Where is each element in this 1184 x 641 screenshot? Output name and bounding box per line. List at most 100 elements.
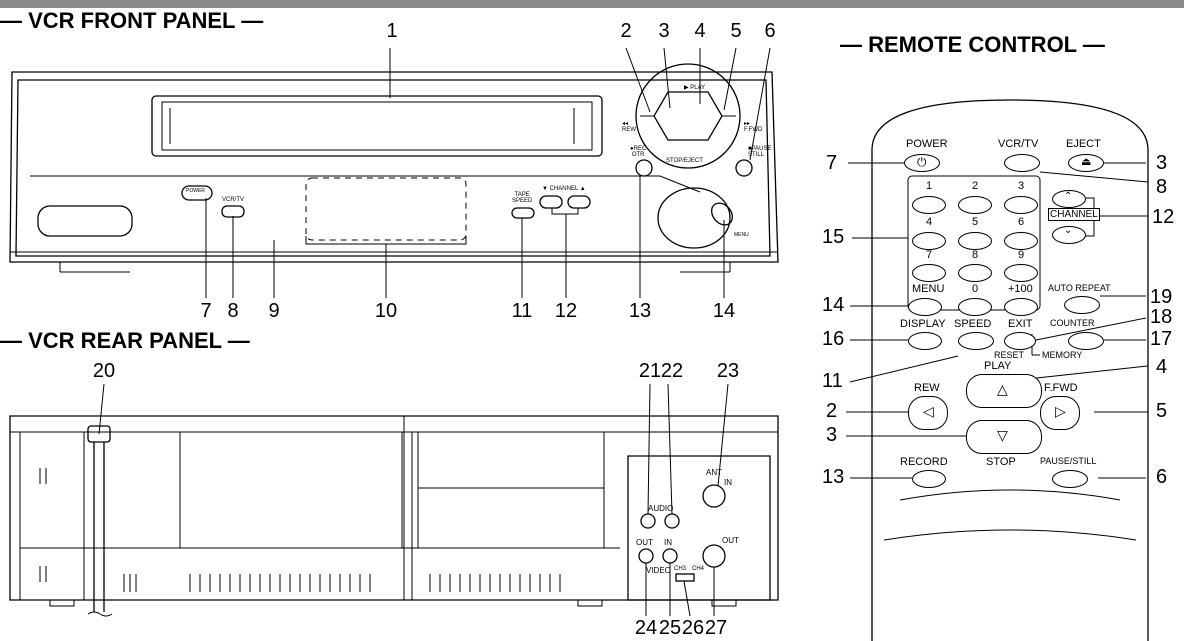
remote-digit-6-button[interactable] bbox=[1004, 232, 1038, 250]
rear-panel-title: VCR REAR PANEL bbox=[28, 328, 222, 353]
cord-break-mark bbox=[87, 611, 113, 617]
front-inner-outline bbox=[15, 79, 771, 257]
front-tape-text: TAPE bbox=[514, 192, 530, 198]
remote-digit-1-label: 1 bbox=[926, 180, 933, 192]
leader-12 bbox=[551, 208, 579, 298]
rear-left-block bbox=[19, 432, 85, 600]
remote-auto-repeat-button[interactable] bbox=[1064, 296, 1100, 314]
remote-vcrtv-label: VCR/TV bbox=[998, 138, 1039, 150]
remote-menu-label: MENU bbox=[912, 283, 945, 295]
remote-callout-17: 17 bbox=[1150, 328, 1173, 350]
transport-ring bbox=[635, 63, 741, 169]
remote-pause-still-button[interactable] bbox=[1052, 470, 1088, 488]
remote-play-label: PLAY bbox=[984, 360, 1012, 372]
r-leader-4 bbox=[1017, 365, 1149, 381]
remote-digit-2-button[interactable] bbox=[958, 196, 992, 214]
remote-counter-label: COUNTER bbox=[1050, 318, 1095, 328]
remote-counter-memory-button[interactable] bbox=[1068, 332, 1104, 350]
remote-display-button[interactable] bbox=[908, 332, 942, 350]
cassette-door-inner bbox=[161, 101, 593, 151]
remote-callout-11: 11 bbox=[822, 370, 843, 392]
remote-record-button[interactable] bbox=[912, 470, 946, 488]
remote-callout-12: 12 bbox=[1152, 206, 1175, 228]
rear-callout-23: 23 bbox=[716, 360, 740, 382]
rear-audio-label: AUDIO bbox=[648, 504, 674, 513]
front-callout-11: 11 bbox=[511, 300, 533, 322]
rear-ant-label: ANT bbox=[706, 468, 722, 477]
remote-digit-3-button[interactable] bbox=[1004, 196, 1038, 214]
remote-record-label: RECORD bbox=[900, 456, 948, 468]
eject-icon: ⏏ bbox=[1081, 156, 1092, 168]
remote-digit-0-button[interactable] bbox=[958, 298, 992, 316]
rear-callout-26: 26 bbox=[681, 617, 705, 639]
front-power-label: POWER bbox=[186, 188, 205, 194]
remote-play-button[interactable]: △ bbox=[966, 374, 1042, 408]
remote-speed-button[interactable] bbox=[958, 332, 994, 350]
remote-exit-button[interactable] bbox=[1004, 332, 1036, 350]
rear-bottom-vents bbox=[123, 574, 561, 592]
remote-heading: — REMOTE CONTROL — bbox=[840, 32, 1105, 57]
r-leader-11 bbox=[849, 355, 959, 383]
leader-22 bbox=[667, 383, 673, 515]
front-power-button-shape bbox=[181, 185, 213, 201]
front-callout-1: 1 bbox=[386, 20, 398, 42]
rear-ant-in-label: IN bbox=[724, 478, 732, 487]
remote-rew-button[interactable]: ◁ bbox=[908, 396, 948, 430]
remote-callout-2: 2 bbox=[826, 400, 838, 422]
remote-callout-3-left: 3 bbox=[826, 424, 838, 446]
remote-vcrtv-button[interactable] bbox=[1004, 154, 1040, 172]
remote-title: REMOTE CONTROL bbox=[868, 32, 1077, 57]
remote-channel-label: CHANNEL bbox=[1048, 208, 1100, 221]
remote-callout-16: 16 bbox=[822, 328, 845, 350]
front-rec-button-shape bbox=[635, 159, 653, 177]
remote-ffwd-button[interactable]: ▷ bbox=[1040, 396, 1080, 430]
remote-stop-label: STOP bbox=[986, 456, 1016, 468]
front-channel-down-shape bbox=[539, 195, 563, 209]
remote-callout-6: 6 bbox=[1156, 466, 1168, 488]
remote-stop-button[interactable]: ▽ bbox=[966, 420, 1042, 454]
remote-digit-7-label: 7 bbox=[926, 249, 933, 261]
front-ffwd-label: ▸▸F.FWD bbox=[744, 121, 763, 133]
remote-digit-1-button[interactable] bbox=[912, 196, 946, 214]
remote-power-label: POWER bbox=[906, 138, 948, 150]
power-icon: ⏻ bbox=[917, 155, 927, 169]
remote-plus100-button[interactable] bbox=[1004, 298, 1038, 316]
chevron-up-icon: ⌃ bbox=[1064, 191, 1073, 202]
remote-digit-8-button[interactable] bbox=[958, 264, 992, 282]
remote-digit-5-button[interactable] bbox=[958, 232, 992, 250]
remote-channel-down-button[interactable]: ⌄ bbox=[1052, 225, 1086, 244]
front-speed-text: SPEED bbox=[512, 198, 533, 204]
front-vcrtv-label: VCR/TV bbox=[222, 197, 245, 203]
leader-10 bbox=[305, 236, 467, 298]
remote-eject-label: EJECT bbox=[1066, 138, 1101, 150]
rear-callout-25: 25 bbox=[658, 617, 682, 639]
remote-callout-7: 7 bbox=[826, 152, 838, 174]
leader-3 bbox=[663, 47, 671, 109]
remote-pause-still-label: PAUSE/STILL bbox=[1040, 456, 1097, 466]
front-callout-9: 9 bbox=[268, 300, 280, 322]
remote-digit-4-label: 4 bbox=[926, 216, 933, 228]
remote-digit-9-button[interactable] bbox=[1004, 264, 1038, 282]
r-leader-8 bbox=[1039, 171, 1149, 183]
front-callout-3: 3 bbox=[658, 20, 670, 42]
rear-callout-20: 20 bbox=[92, 360, 116, 382]
remote-rew-label: REW bbox=[914, 382, 940, 394]
power-cord-strain-relief bbox=[87, 425, 111, 443]
remote-digit-7-button[interactable] bbox=[912, 264, 946, 282]
front-body-outline bbox=[9, 71, 779, 263]
remote-menu-button[interactable] bbox=[908, 298, 942, 316]
chevron-down-icon: ⌄ bbox=[1064, 225, 1073, 236]
leader-26 bbox=[683, 580, 691, 617]
remote-eject-button[interactable]: ⏏ bbox=[1068, 154, 1104, 172]
leader-23 bbox=[717, 383, 729, 487]
remote-callout-14: 14 bbox=[822, 294, 845, 316]
remote-channel-up-button[interactable]: ⌃ bbox=[1052, 190, 1086, 208]
remote-digit-0-label: 0 bbox=[972, 283, 979, 295]
front-rew-text: REW bbox=[622, 127, 636, 133]
remote-power-button[interactable]: ⏻ bbox=[904, 154, 940, 172]
rear-ch3-label: CH3 bbox=[674, 566, 687, 572]
remote-digit-4-button[interactable] bbox=[912, 232, 946, 250]
